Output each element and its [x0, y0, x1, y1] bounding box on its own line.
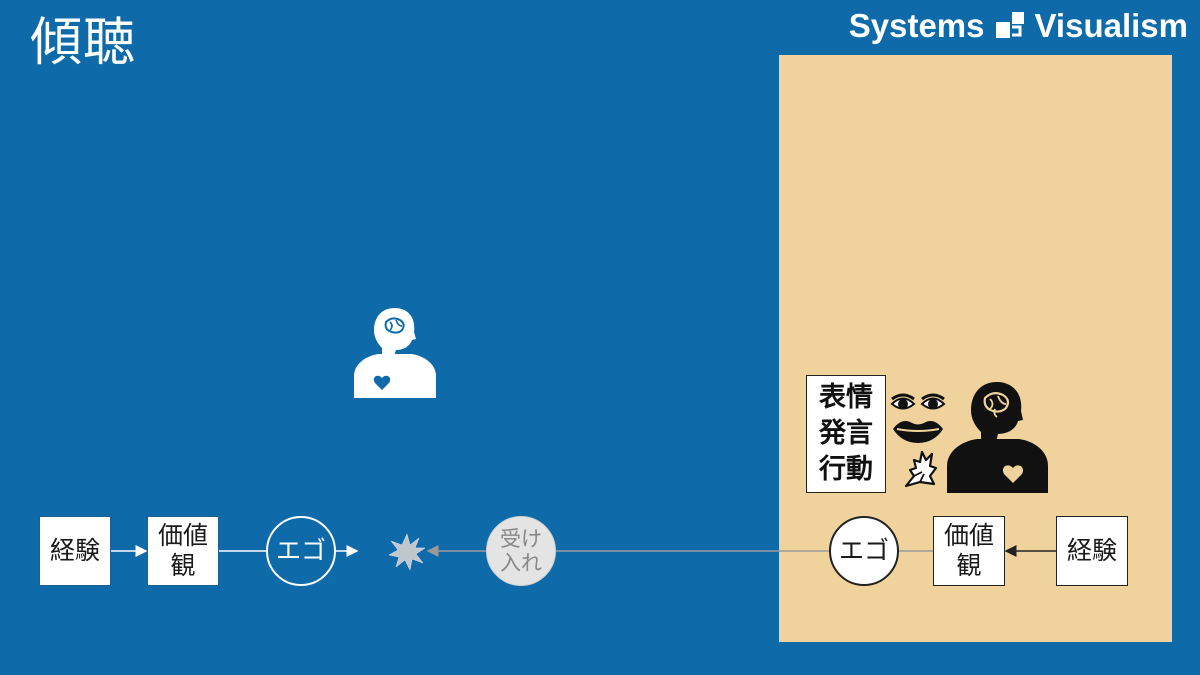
- speaker-ego-label: エゴ: [838, 536, 889, 565]
- listener-values-line2: 観: [170, 551, 196, 580]
- brand-logo: Systems Visualism: [849, 4, 1188, 48]
- person-brain-heart-icon: [354, 308, 436, 398]
- expression-line1: 表情: [819, 382, 873, 413]
- listener-experience-label: 経験: [49, 536, 100, 565]
- lips-icon: [893, 421, 943, 443]
- listener-experience-box: 経験: [39, 516, 111, 586]
- expression-box: 表情 発言 行動: [806, 375, 886, 493]
- listener-ego-label: エゴ: [275, 536, 326, 565]
- hands-gesture-icon: [904, 450, 938, 488]
- brand-logo-icon: [995, 12, 1024, 38]
- speaker-ego-circle: エゴ: [829, 516, 899, 586]
- speaker-values-line1: 価値: [943, 521, 994, 550]
- speaker-experience-label: 経験: [1066, 536, 1117, 565]
- speaker-values-box: 価値 観: [933, 516, 1005, 586]
- listener-ego-circle: エゴ: [266, 516, 336, 586]
- eyes-icon: [890, 393, 946, 410]
- expression-line2: 発言: [819, 418, 873, 449]
- collision-spark-icon: [388, 533, 426, 571]
- speaker-values-line2: 観: [956, 551, 982, 580]
- listener-values-box: 価値 観: [147, 516, 219, 586]
- brand-word-systems: Systems: [848, 7, 985, 44]
- speaker-experience-box: 経験: [1056, 516, 1128, 586]
- accept-circle: 受け 入れ: [486, 516, 556, 586]
- brand-word-visualism: Visualism: [1034, 7, 1188, 44]
- accept-line1: 受け: [500, 527, 542, 551]
- listener-values-line1: 価値: [157, 521, 208, 550]
- page-title: 傾聴: [30, 13, 137, 73]
- expression-line3: 行動: [819, 454, 873, 485]
- accept-line2: 入れ: [500, 551, 542, 575]
- person-brain-heart-icon: [947, 382, 1048, 493]
